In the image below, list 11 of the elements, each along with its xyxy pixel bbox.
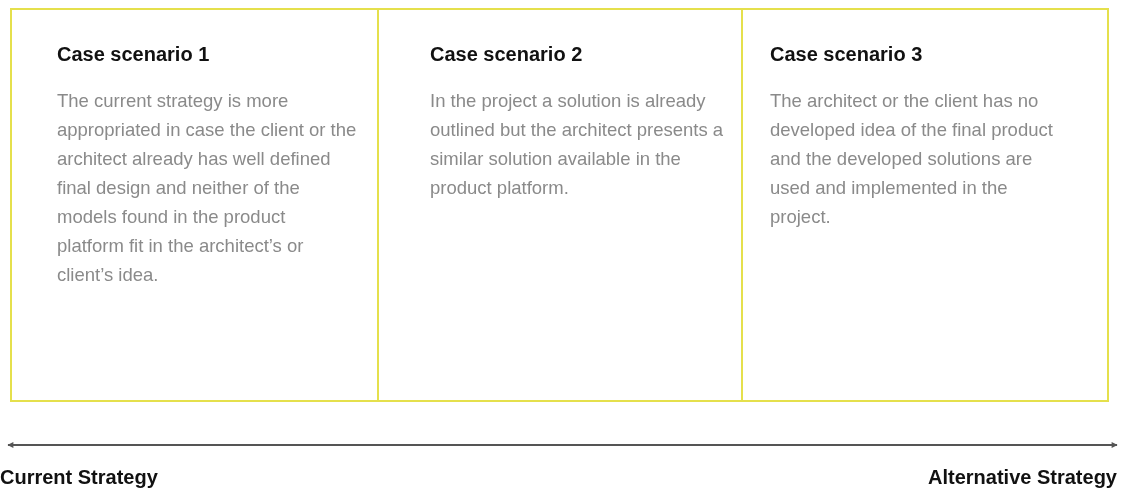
panel-heading: Case scenario 2 [430, 43, 583, 66]
panel-description: In the project a solution is already outlined but the architect presents a similar solution available in the product platform. [430, 89, 725, 200]
panel-description: The current strategy is more appropriated in case the client or the architect already has well defined final design and neither of the models found in the product platform fit in the architect’s or client’s idea. [57, 89, 357, 287]
panel-description: The architect or the client has no developed idea of the final product and the developed solutions are used and implemented in the project. [770, 89, 1054, 229]
scenario-panel [10, 8, 379, 402]
strategy-label: Alternative Strategy [928, 466, 1117, 489]
strategy-label: Current Strategy [0, 466, 158, 489]
panel-heading: Case scenario 3 [770, 43, 923, 66]
scenario-panel [741, 8, 1109, 402]
scenario-panel [377, 8, 743, 402]
panel-heading: Case scenario 1 [57, 43, 210, 66]
